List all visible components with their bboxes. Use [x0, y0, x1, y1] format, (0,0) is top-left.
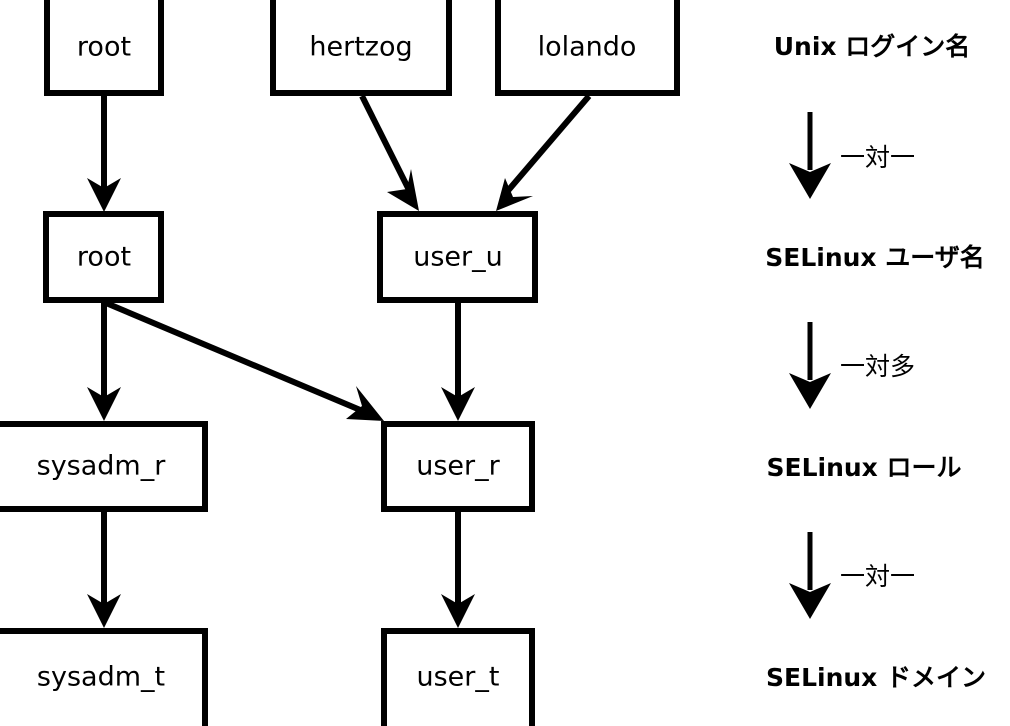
legend-stage-unix-login: Unix ログイン名: [774, 32, 971, 61]
legend-cardinality-3: 一対一: [840, 562, 915, 591]
legend-stage-selinux-role: SELinux ロール: [766, 453, 961, 482]
node-domain-sysadm-t-label: sysadm_t: [37, 662, 165, 693]
node-domain-sysadm-t[interactable]: sysadm_t: [0, 628, 208, 726]
node-domain-user-t[interactable]: user_t: [381, 628, 535, 726]
node-login-hertzog[interactable]: hertzog: [270, 0, 452, 96]
node-seuser-user-u[interactable]: user_u: [377, 211, 538, 303]
legend-stage-selinux-domain: SELinux ドメイン: [766, 663, 986, 692]
node-role-sysadm-r[interactable]: sysadm_r: [0, 421, 208, 512]
node-seuser-root[interactable]: root: [43, 211, 164, 303]
node-role-user-r[interactable]: user_r: [381, 421, 535, 512]
edge-user-u-to-user-r: [441, 302, 475, 421]
edge-seuser-root-to-sysadm-r: [87, 303, 121, 421]
edge-login-root-to-seuser-root: [87, 96, 121, 212]
node-login-root[interactable]: root: [44, 0, 164, 96]
node-seuser-root-label: root: [77, 242, 131, 273]
edge-sysadm-r-to-sysadm-t: [87, 512, 121, 628]
legend-cardinality-2: 一対多: [840, 352, 915, 381]
legend-arrow-2: [789, 322, 831, 409]
node-seuser-user-u-label: user_u: [413, 242, 503, 273]
edge-user-r-to-user-t: [441, 512, 475, 628]
node-domain-user-t-label: user_t: [417, 662, 500, 693]
legend-stage-selinux-user: SELinux ユーザ名: [765, 243, 985, 272]
legend-arrow-3: [789, 532, 831, 619]
node-login-root-label: root: [77, 32, 131, 63]
node-login-lolando[interactable]: lolando: [495, 0, 680, 96]
edge-lolando-to-user-u: [496, 94, 592, 211]
node-login-hertzog-label: hertzog: [309, 32, 412, 63]
node-login-lolando-label: lolando: [538, 32, 637, 63]
node-role-user-r-label: user_r: [416, 451, 500, 482]
legend-cardinality-1: 一対一: [840, 143, 915, 172]
node-role-sysadm-r-label: sysadm_r: [37, 451, 167, 482]
edge-hertzog-to-user-u: [359, 94, 419, 211]
edge-layer: [87, 94, 592, 628]
edge-seuser-root-to-user-r: [104, 300, 384, 421]
legend-arrow-1: [789, 112, 831, 199]
